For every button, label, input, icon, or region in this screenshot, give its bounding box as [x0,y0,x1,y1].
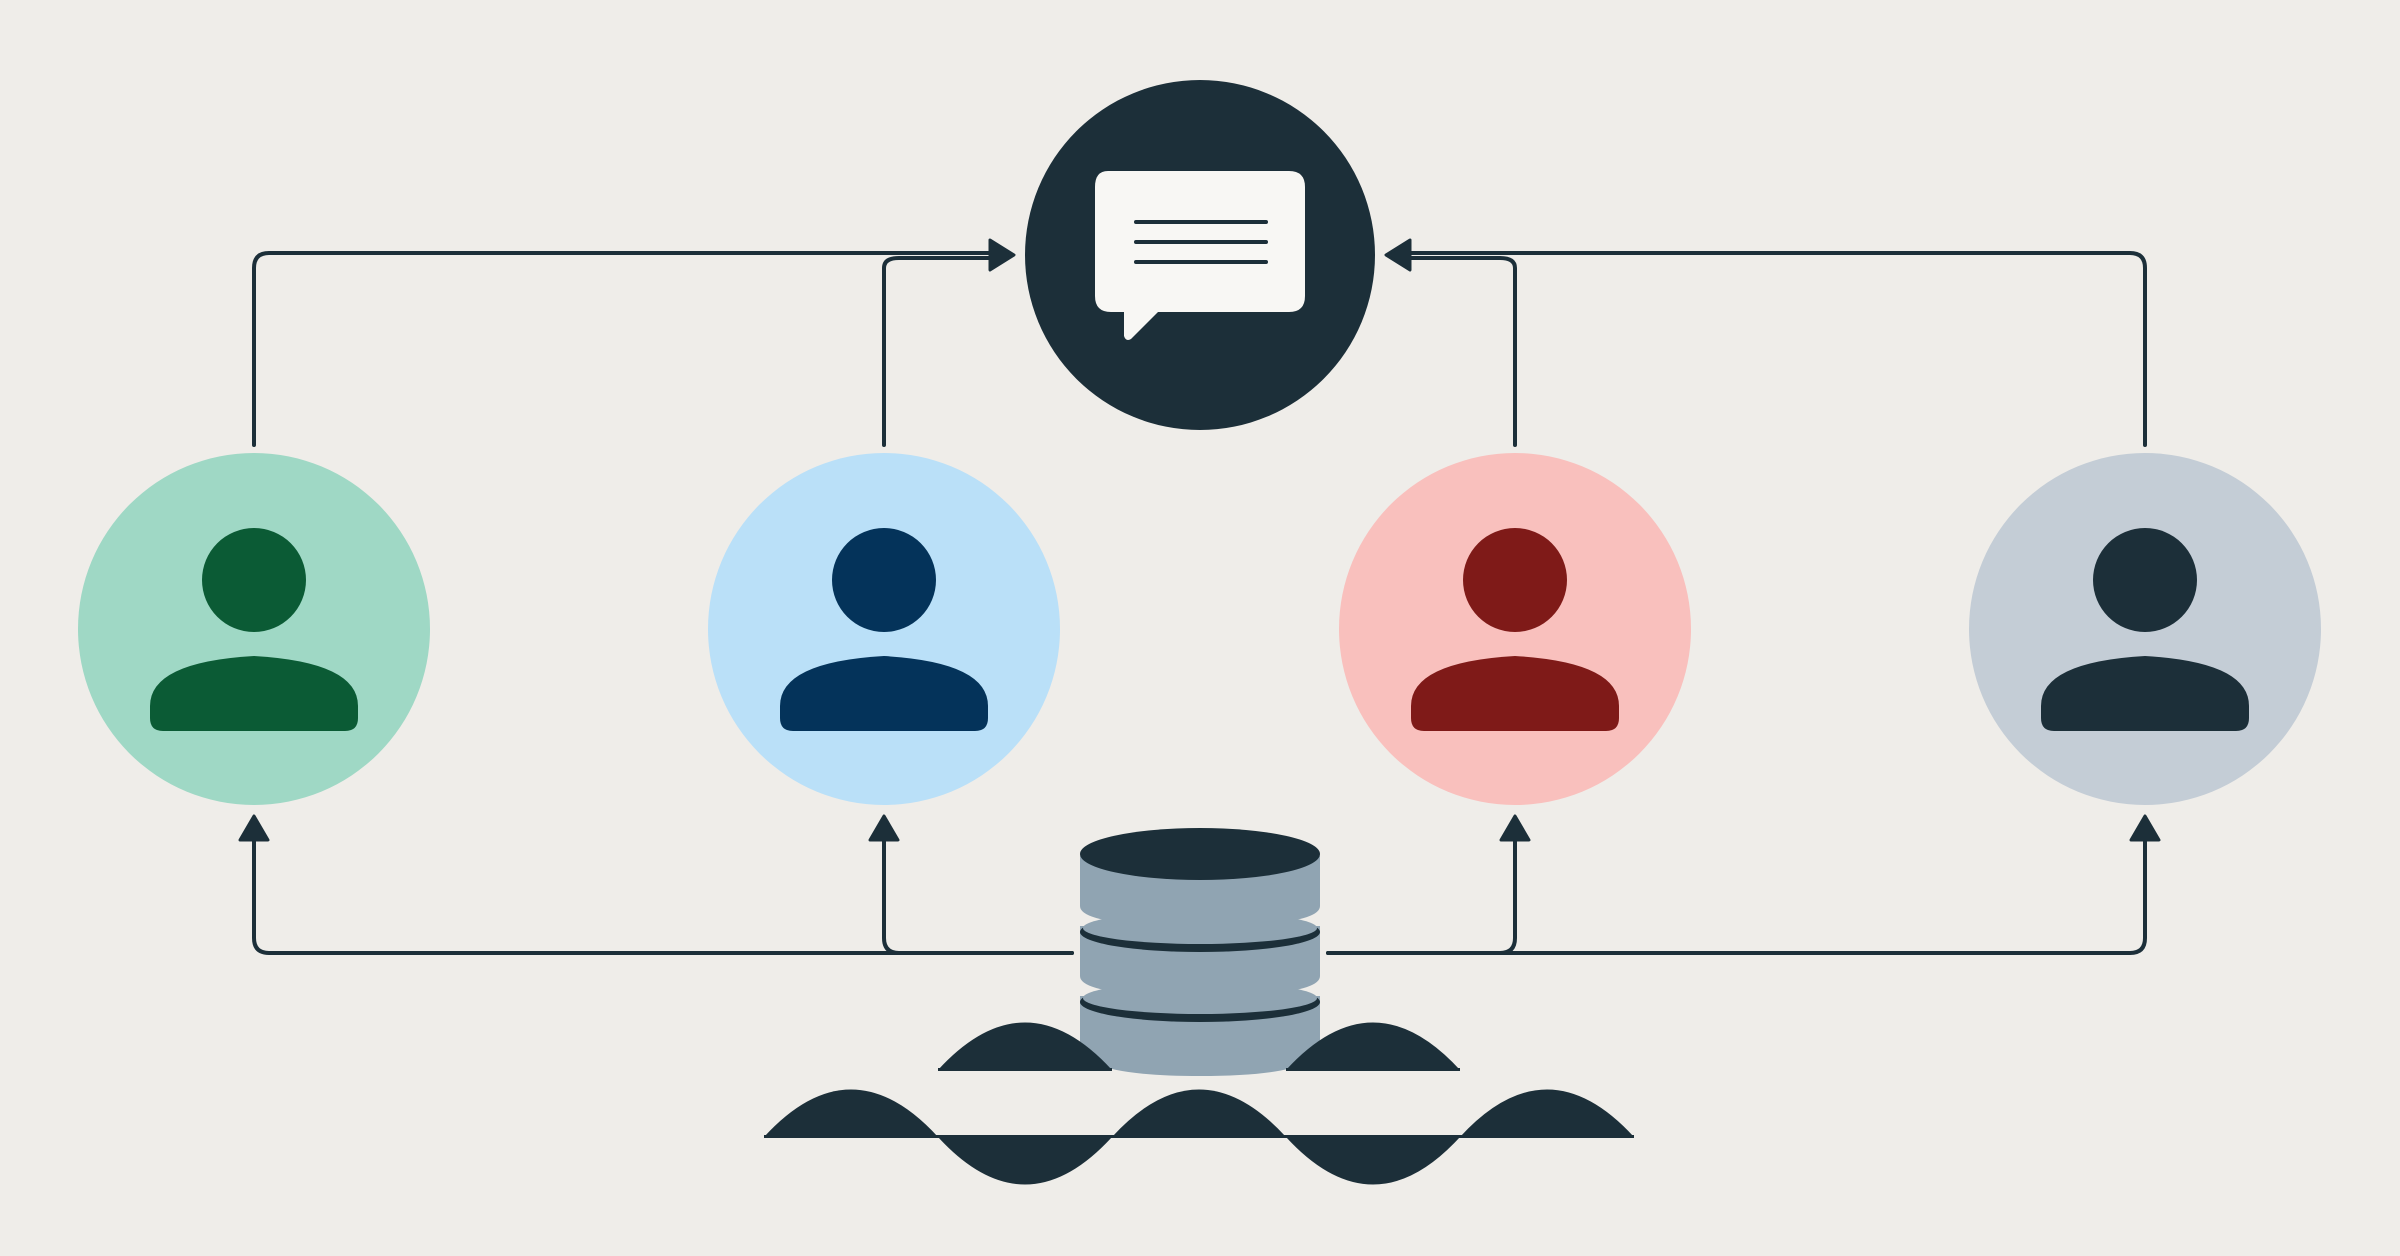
hub-node [1025,80,1375,430]
user-node-3 [1339,453,1691,805]
user-arrowheads [238,814,2161,842]
arrowhead-up-user-2 [868,814,900,842]
person-icon [1411,528,1619,731]
person-icon [2041,528,2249,731]
connector-user-3-to-hub [1402,256,1517,447]
user-node-1 [78,453,430,805]
connector-db-to-user-2 [882,833,1074,955]
connectors-to-hub [252,251,2147,447]
connector-db-to-user-4 [1326,833,2147,955]
arrowhead-up-user-3 [1499,814,1531,842]
user-node-2 [708,453,1060,805]
database-icon [1080,828,1320,1076]
hub-arrowheads [988,238,1412,272]
arrowhead-left-into-hub [988,238,1016,272]
person-icon [780,528,988,731]
connector-user-1-to-hub [252,251,996,447]
user-node-4 [1969,453,2321,805]
connector-db-to-user-1 [252,833,1074,955]
arrowhead-right-into-hub [1384,238,1412,272]
connector-db-to-user-3 [1326,833,1517,955]
connector-user-2-to-hub [882,256,996,447]
connector-user-4-to-hub [1402,251,2147,447]
chat-bubble-icon [1095,171,1305,340]
wave-pattern-icon [764,1022,1634,1185]
arrowhead-up-user-1 [238,814,270,842]
connectors-from-database [252,833,2147,955]
person-icon [150,528,358,731]
arrowhead-up-user-4 [2129,814,2161,842]
